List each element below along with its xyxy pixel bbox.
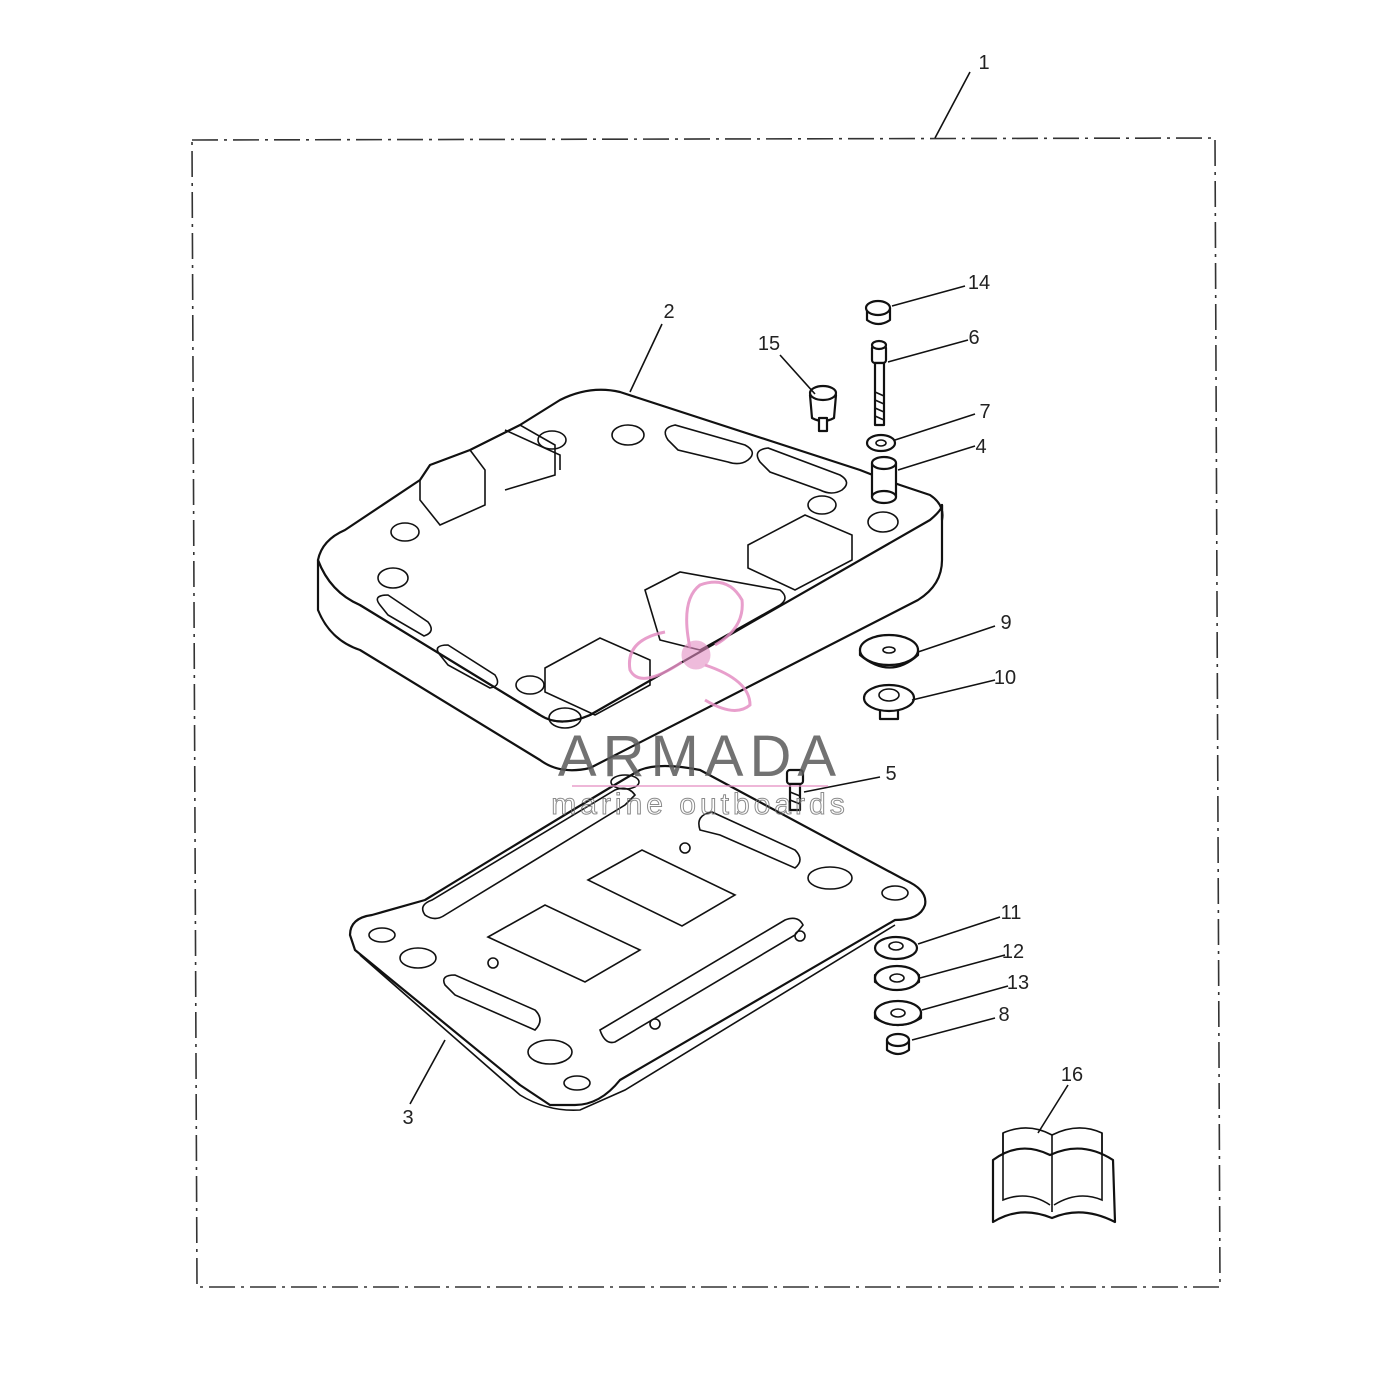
callout-16: 16 — [1061, 1064, 1083, 1086]
part-11-washer — [873, 935, 919, 961]
callout-11: 11 — [1001, 902, 1022, 924]
callout-2: 2 — [663, 301, 674, 323]
part-10-mount-bottom — [862, 683, 916, 721]
callout-13: 13 — [1007, 972, 1029, 994]
part-16-manual-book — [991, 1127, 1117, 1224]
callout-9: 9 — [1000, 612, 1011, 634]
kit-boundary — [191, 137, 1221, 1288]
part-14-cap — [864, 299, 892, 326]
callout-5: 5 — [885, 763, 896, 785]
watermark-tagline: marine outboards — [551, 788, 848, 821]
part-2-mounting-plate — [316, 388, 944, 772]
part-13-mount — [873, 999, 923, 1027]
part-5-bolt — [785, 768, 805, 812]
part-8-nut — [885, 1032, 911, 1056]
callout-8: 8 — [998, 1004, 1009, 1026]
part-9-mount-top — [858, 633, 920, 669]
part-12-mount — [873, 964, 921, 992]
callout-1: 1 — [978, 52, 989, 74]
part-6-bolt — [870, 339, 888, 427]
part-4-spacer — [870, 455, 898, 505]
callout-6: 6 — [968, 327, 979, 349]
leader-lines — [409, 71, 1069, 1134]
part-7-washer — [865, 433, 897, 453]
callout-3: 3 — [402, 1107, 413, 1129]
callout-12: 12 — [1002, 941, 1024, 963]
watermark-brand: ARMADA — [558, 724, 842, 789]
callout-4: 4 — [975, 436, 986, 458]
callout-labels: 1 2 3 4 5 6 7 8 9 10 11 12 13 14 15 16 — [402, 52, 1083, 1129]
callout-10: 10 — [994, 667, 1016, 689]
callout-15: 15 — [758, 333, 780, 355]
callout-7: 7 — [979, 401, 990, 423]
propeller-logo-icon — [627, 580, 752, 712]
watermark: ARMADA marine outboards — [551, 580, 848, 822]
part-15-grommet — [808, 384, 838, 433]
callout-14: 14 — [968, 272, 990, 294]
part-3-frame-plate — [348, 764, 927, 1112]
